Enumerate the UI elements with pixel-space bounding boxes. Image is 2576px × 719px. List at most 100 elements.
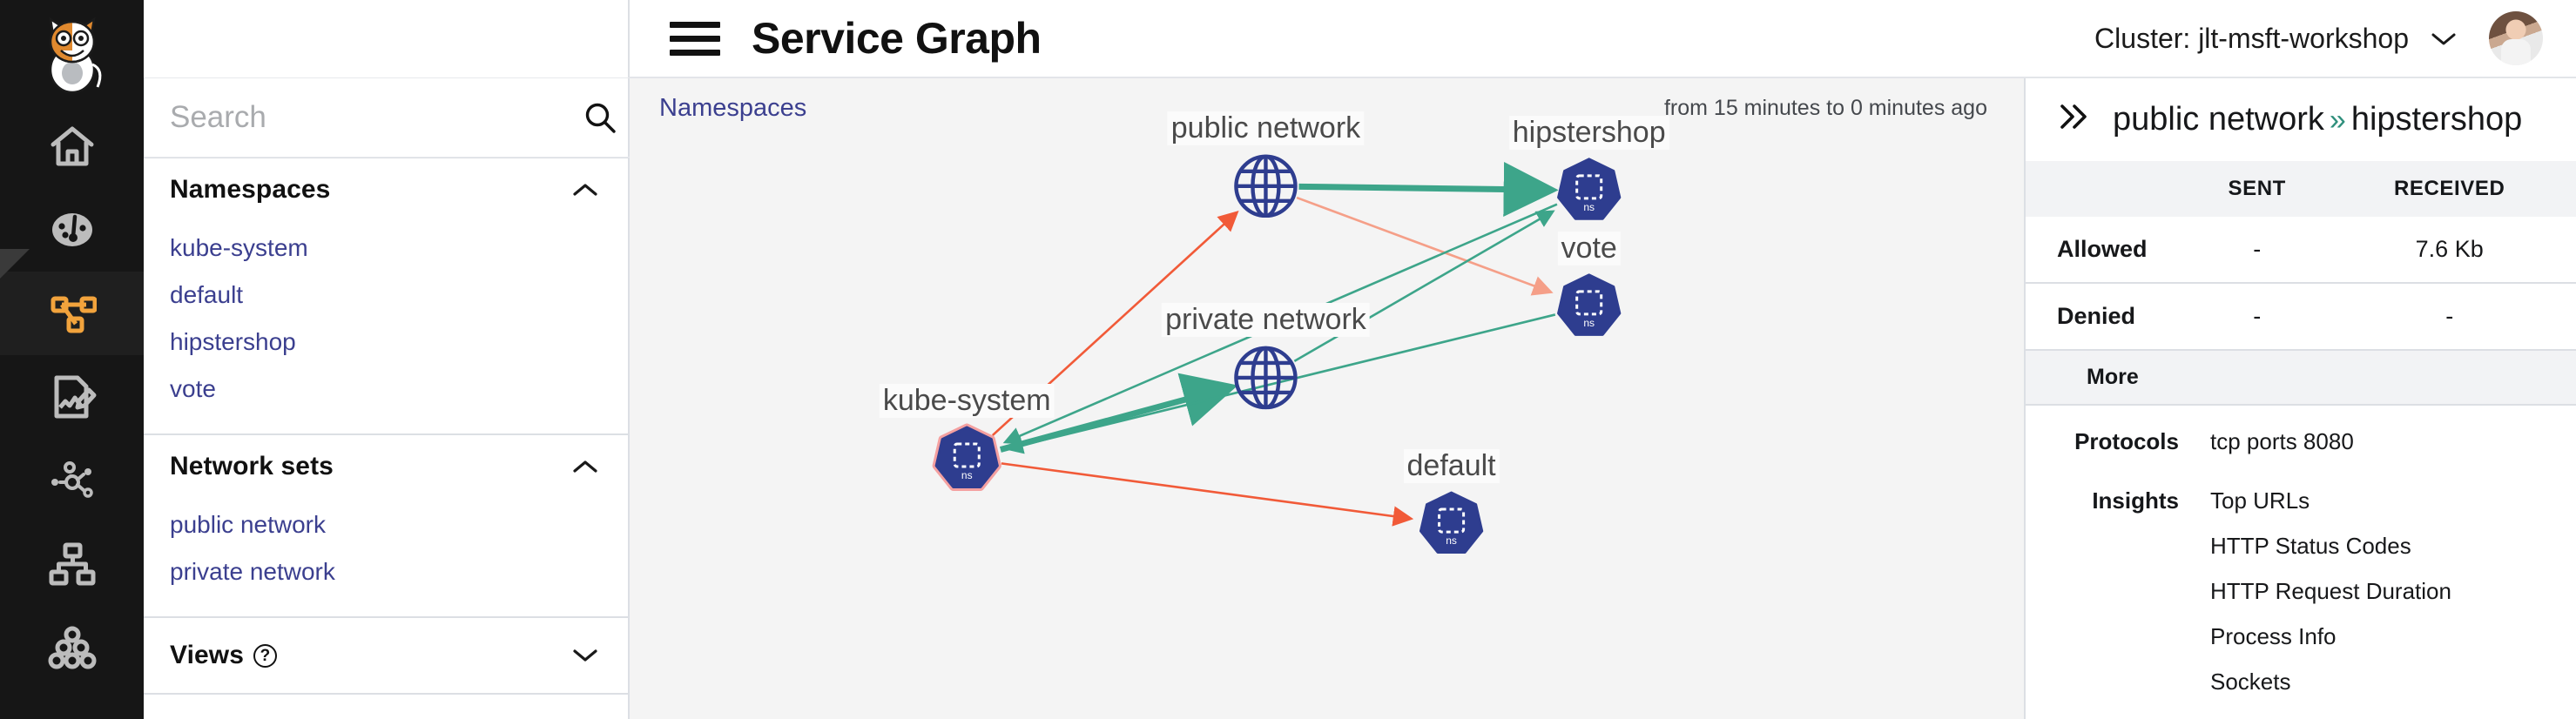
time-range-label: from 15 minutes to 0 minutes ago — [1663, 95, 1987, 120]
list-item-namespace[interactable]: vote — [170, 375, 216, 402]
graph-nodes: ns ns ns ns — [932, 154, 1622, 554]
graph-node-vote[interactable]: ns — [1557, 273, 1622, 336]
graph-node-hipstershop[interactable]: ns — [1557, 158, 1622, 220]
list-item-namespace[interactable]: kube-system — [170, 234, 308, 261]
details-panel: public network » hipstershop SENT RECEIV… — [2026, 78, 2576, 719]
row-label-denied: Denied — [2026, 283, 2191, 351]
service-graph-canvas-panel: Namespaces from 15 minutes to 0 minutes … — [630, 78, 2026, 719]
avatar[interactable] — [2489, 11, 2543, 65]
graph-node-default[interactable]: ns — [1419, 491, 1484, 554]
list-item-namespace[interactable]: default — [170, 281, 244, 308]
cell-allowed-received: 7.6 Kb — [2323, 217, 2576, 284]
graph-node-label-hipstershop: hipstershop — [1508, 115, 1669, 150]
details-title: public network » hipstershop — [2113, 101, 2522, 138]
main-area: Service Graph Cluster: jlt-msft-workshop… — [630, 0, 2576, 719]
node-badge: ns — [1583, 201, 1595, 213]
graph-edge[interactable] — [1001, 462, 1414, 527]
sidebar-item-clusters[interactable] — [0, 606, 144, 689]
more-section-header[interactable]: More — [2026, 351, 2576, 406]
graph-edge[interactable] — [1005, 313, 1556, 454]
left-panel-spacer — [144, 0, 628, 78]
insight-item-http-status-codes[interactable]: HTTP Status Codes — [2210, 533, 2411, 559]
chevron-up-icon[interactable] — [572, 459, 598, 474]
table-row: Allowed - 7.6 Kb — [2026, 217, 2576, 284]
section-title-views: Views — [170, 641, 245, 669]
sidebar-item-policies[interactable] — [0, 355, 144, 439]
search-row — [144, 78, 670, 158]
insight-item-sockets[interactable]: Sockets — [2210, 669, 2291, 695]
insights-list: Top URLs HTTP Status Codes HTTP Request … — [2179, 487, 2451, 714]
list-item-namespace[interactable]: hipstershop — [170, 328, 296, 355]
graph-edge[interactable] — [1296, 196, 1554, 296]
graph-header: Namespaces from 15 minutes to 0 minutes … — [630, 78, 2024, 138]
page-title: Service Graph — [752, 14, 1042, 63]
section-title-network-sets: Network sets — [170, 452, 334, 480]
section-header-views[interactable]: Views ? — [144, 618, 628, 693]
cluster-selector[interactable]: Cluster: jlt-msft-workshop — [2094, 23, 2458, 55]
insights-label: Insights — [2092, 487, 2179, 514]
node-badge: ns — [1446, 534, 1457, 547]
section-network-sets: Network sets public network private netw… — [144, 435, 628, 618]
sidebar-item-service-graph[interactable] — [0, 249, 144, 355]
graph-node-label-vote: vote — [1557, 231, 1621, 265]
details-title-target: hipstershop — [2350, 101, 2523, 138]
sidebar-item-nodes[interactable] — [0, 439, 144, 522]
node-badge: ns — [1583, 317, 1595, 329]
content-row: Namespaces from 15 minutes to 0 minutes … — [630, 78, 2576, 719]
traffic-table-body: Allowed - 7.6 Kb Denied - - — [2026, 217, 2576, 351]
node-badge: ns — [961, 469, 973, 481]
cell-allowed-sent: - — [2191, 217, 2323, 284]
table-row: Denied - - — [2026, 283, 2576, 351]
left-filter-panel: Namespaces kube-system default hipstersh… — [144, 0, 670, 719]
hamburger-icon[interactable] — [670, 21, 720, 56]
insight-item-http-request-duration[interactable]: HTTP Request Duration — [2210, 578, 2451, 604]
breadcrumb[interactable]: Namespaces — [659, 93, 807, 122]
col-header-blank — [2026, 161, 2191, 217]
section-title-namespaces: Namespaces — [170, 175, 331, 204]
list-item-networkset[interactable]: public network — [170, 511, 326, 538]
calico-cat-logo[interactable] — [0, 0, 144, 104]
cell-denied-sent: - — [2191, 283, 2323, 351]
graph-edge[interactable] — [999, 373, 1238, 453]
section-namespaces: Namespaces kube-system default hipstersh… — [144, 158, 628, 435]
section-views: Views ? — [144, 618, 628, 695]
cluster-label: Cluster: jlt-msft-workshop — [2094, 22, 2409, 54]
sidebar-item-dashboard[interactable] — [0, 188, 144, 272]
insights-row: Insights Top URLs HTTP Status Codes HTTP… — [2026, 474, 2576, 714]
section-header-namespaces[interactable]: Namespaces — [144, 158, 628, 221]
top-bar: Service Graph Cluster: jlt-msft-workshop — [630, 0, 2576, 78]
section-header-network-sets[interactable]: Network sets — [144, 435, 628, 498]
sidebar-item-hierarchy[interactable] — [0, 522, 144, 606]
section-body-network-sets: public network private network — [144, 498, 628, 616]
chevron-up-icon[interactable] — [572, 182, 598, 198]
graph-edge[interactable] — [1293, 210, 1555, 363]
graph-node-public-network[interactable] — [1234, 154, 1298, 218]
list-item-networkset[interactable]: private network — [170, 558, 335, 585]
search-box[interactable] — [144, 77, 637, 158]
insight-item-process-info[interactable]: Process Info — [2210, 623, 2337, 649]
section-body-namespaces: kube-system default hipstershop vote — [144, 221, 628, 433]
icon-rail — [0, 0, 144, 719]
graph-node-label-kube-system: kube-system — [879, 383, 1055, 418]
col-header-sent: SENT — [2191, 161, 2323, 217]
graph-node-label-private-network: private network — [1162, 302, 1370, 337]
section-header-layers[interactable]: Layers ? — [144, 695, 628, 719]
sidebar-item-home[interactable] — [0, 104, 144, 188]
protocols-value-list: tcp ports 8080 — [2179, 428, 2354, 474]
graph-node-private-network[interactable] — [1234, 346, 1298, 410]
traffic-table-head: SENT RECEIVED — [2026, 161, 2576, 217]
insight-item-top-urls[interactable]: Top URLs — [2210, 487, 2310, 514]
graph-edge[interactable] — [1298, 161, 1559, 218]
chevron-double-right-icon[interactable] — [2055, 102, 2090, 138]
graph-node-label-default: default — [1403, 449, 1500, 484]
graph-svg: ns ns ns ns — [932, 154, 1622, 554]
protocols-value: tcp ports 8080 — [2210, 428, 2354, 454]
chevron-down-icon[interactable] — [572, 648, 598, 663]
search-input[interactable] — [170, 100, 563, 135]
question-circle-icon[interactable]: ? — [253, 643, 278, 668]
chevron-down-icon[interactable] — [2430, 23, 2458, 55]
traffic-table: SENT RECEIVED Allowed - 7.6 Kb Denied - — [2026, 161, 2576, 351]
graph-node-kube-system[interactable]: ns — [932, 423, 1001, 491]
search-icon[interactable] — [563, 100, 637, 135]
